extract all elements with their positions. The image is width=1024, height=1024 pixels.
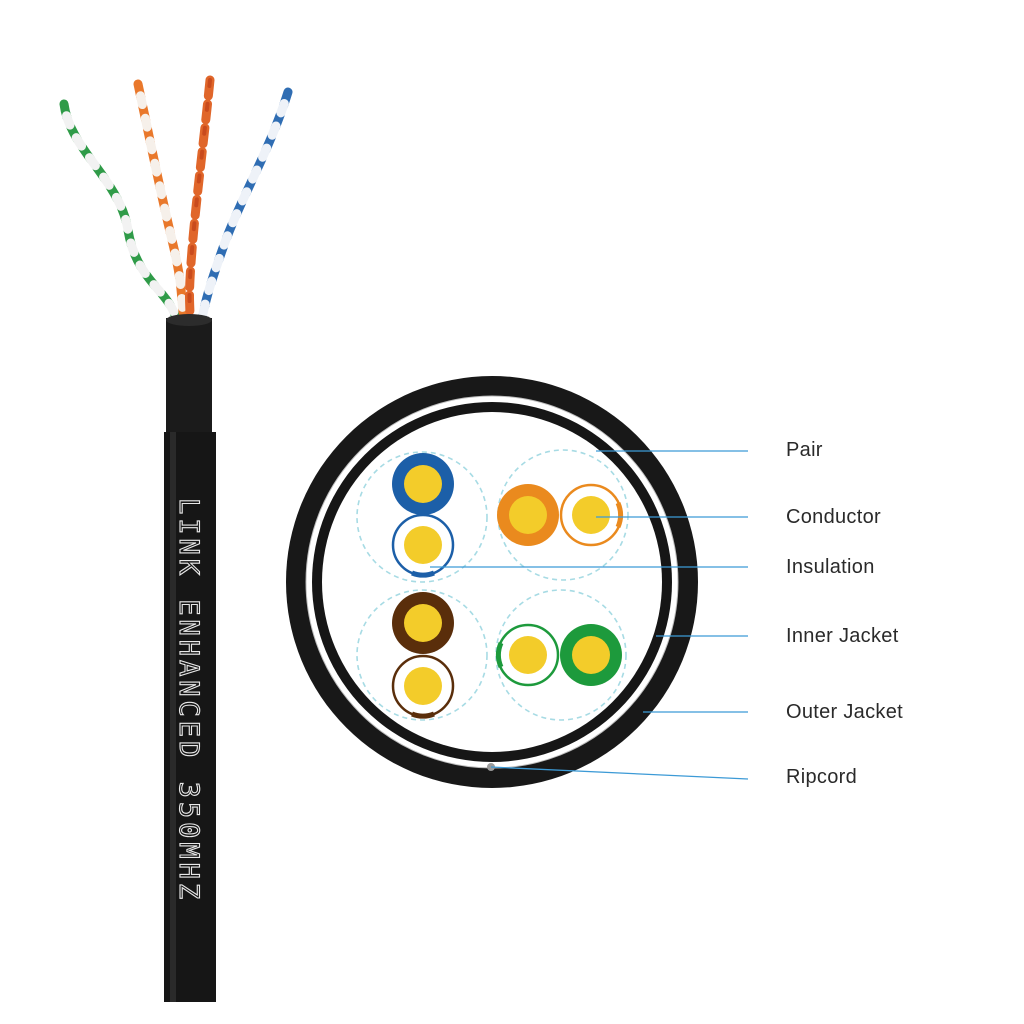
pair-boundary-brown [356, 589, 488, 721]
pair-orange [497, 483, 623, 547]
pair-boundary-green [495, 589, 627, 721]
pair-green [496, 623, 622, 687]
leader-ripcord [490, 766, 749, 780]
leader-lines [430, 450, 749, 780]
label-insulation: Insulation [786, 556, 875, 578]
label-pair: Pair [786, 439, 823, 461]
cable-core [322, 412, 662, 752]
label-ripcord: Ripcord [786, 766, 857, 788]
cable-jacket-end [166, 318, 212, 438]
callout-labels: Pair Conductor Insulation Inner Jacket O… [786, 439, 903, 788]
cable-print-text: LINK ENHANCED 350MHZ [173, 498, 204, 903]
pair-blue [391, 453, 455, 578]
label-outer-jacket: Outer Jacket [786, 701, 903, 723]
pair-brown [391, 592, 455, 719]
cable-illustration: LINK ENHANCED 350MHZ [59, 75, 293, 1002]
twisted-pair-orange-white [133, 79, 189, 323]
twisted-pair-blue [197, 87, 293, 323]
pair-boundary-orange [497, 449, 629, 581]
cross-section [286, 376, 698, 788]
twisted-pair-green [59, 99, 181, 323]
twisted-pair-orange [185, 75, 215, 323]
label-conductor: Conductor [786, 506, 881, 528]
label-inner-jacket: Inner Jacket [786, 625, 899, 647]
pair-boundary-blue [356, 451, 488, 583]
